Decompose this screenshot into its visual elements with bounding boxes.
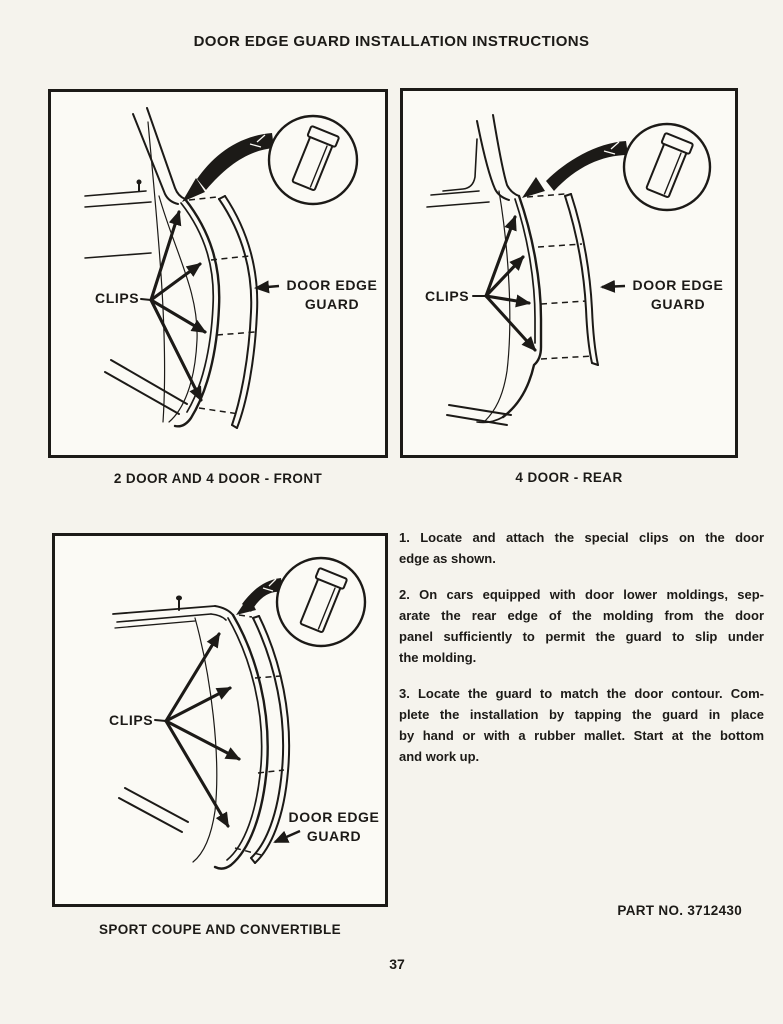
detail-swoosh-arrow <box>236 578 283 615</box>
dashed-connectors <box>188 196 256 415</box>
instruction-line: plete the installation by tapping the gu… <box>399 707 764 722</box>
door-edge-guard-strip <box>564 193 599 366</box>
sparkle-marks <box>603 141 620 155</box>
door-edge-outline <box>476 194 543 424</box>
instruction-line: and work up. <box>399 749 480 764</box>
clips-arrows <box>140 210 207 402</box>
clips-label: CLIPS <box>109 712 154 728</box>
door-edge-outline <box>213 613 269 870</box>
guard-label: DOOR EDGE GUARD <box>627 276 729 314</box>
sparkle-marks <box>249 134 266 148</box>
guard-label: DOOR EDGE GUARD <box>281 276 383 314</box>
car-body-lines <box>84 107 198 423</box>
clips-arrows <box>154 632 241 828</box>
guard-cross-section-inset <box>275 556 367 648</box>
guard-pointer-arrow <box>254 280 280 294</box>
page-number: 37 <box>389 956 405 972</box>
figure-caption-coupe: SPORT COUPE AND CONVERTIBLE <box>98 922 342 937</box>
figure-panel-rear: CLIPS DOOR EDGE GUARD <box>400 88 738 458</box>
car-body-lines <box>112 595 234 863</box>
guard-label-line2: GUARD <box>650 296 706 312</box>
door-edge-guard-strip <box>218 195 259 429</box>
guard-cross-section-inset <box>622 122 712 212</box>
car-body-lines <box>426 114 520 426</box>
instructions: 1. Locate and attach the special clips o… <box>399 527 764 782</box>
dashed-connectors <box>234 614 285 857</box>
guard-label-line1: DOOR EDGE <box>286 277 378 293</box>
instruction-line: edge as shown. <box>399 551 496 566</box>
instruction-line: 1. Locate and attach the special clips o… <box>399 530 764 545</box>
front-door-illustration <box>84 107 359 429</box>
instruction-line: arate the rear edge of the molding from … <box>399 608 764 623</box>
figure-caption-rear: 4 DOOR - REAR <box>515 470 623 485</box>
dashed-connectors <box>526 193 594 360</box>
guard-label-line1: DOOR EDGE <box>632 277 724 293</box>
instruction-step-1: 1. Locate and attach the special clips o… <box>399 527 764 569</box>
figure-panel-coupe: CLIPS DOOR EDGE GUARD <box>52 533 388 907</box>
part-number: PART NO. 3712430 <box>617 903 742 918</box>
guard-label-line2: GUARD <box>304 296 360 312</box>
detail-swoosh-arrow <box>522 141 628 198</box>
guard-pointer-arrow <box>600 279 626 293</box>
guard-label-line2: GUARD <box>306 828 362 844</box>
lock-knob <box>176 595 182 601</box>
guard-label-line1: DOOR EDGE <box>288 809 380 825</box>
rear-door-illustration <box>426 114 712 426</box>
guard-pointer-arrow <box>273 829 301 844</box>
instruction-step-3: 3. Locate the guard to match the door co… <box>399 683 764 767</box>
page-title: DOOR EDGE GUARD INSTALLATION INSTRUCTION… <box>193 33 590 50</box>
clips-arrows <box>472 215 537 352</box>
striker-bolt <box>136 179 142 185</box>
instruction-step-2: 2. On cars equipped with door lower mold… <box>399 584 764 668</box>
coupe-door-illustration <box>112 556 367 870</box>
instruction-line: 2. On cars equipped with door lower mold… <box>399 587 764 602</box>
instruction-line: the molding. <box>399 650 477 665</box>
instruction-line: panel sufficiently to permit the guard t… <box>399 629 764 644</box>
guard-label: DOOR EDGE GUARD <box>285 808 383 846</box>
instruction-line: 3. Locate the guard to match the door co… <box>399 686 764 701</box>
instruction-line: by hand or with a rubber mallet. Start a… <box>399 728 764 743</box>
guard-cross-section-inset <box>267 114 359 206</box>
figure-caption-front: 2 DOOR AND 4 DOOR - FRONT <box>113 471 323 486</box>
clips-label: CLIPS <box>425 288 470 304</box>
sparkle-marks <box>262 578 277 592</box>
door-edge-guard-strip <box>250 615 291 864</box>
figure-panel-front: CLIPS DOOR EDGE GUARD <box>48 89 388 458</box>
detail-swoosh-arrow <box>182 133 274 202</box>
clips-label: CLIPS <box>95 290 140 306</box>
